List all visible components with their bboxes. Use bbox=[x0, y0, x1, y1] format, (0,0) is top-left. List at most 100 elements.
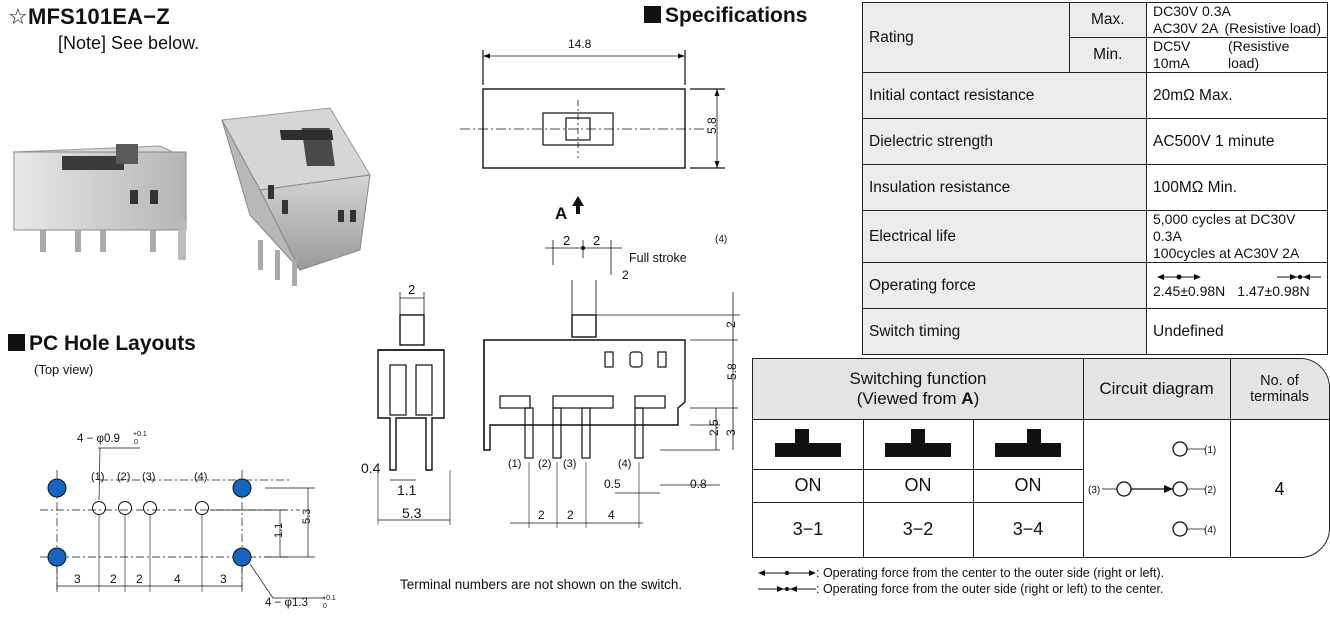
product-photo bbox=[12, 107, 371, 286]
switch-timing-label: Switch timing bbox=[862, 308, 1147, 355]
pc-term-1: (1) bbox=[91, 471, 104, 483]
dim-bottom-2b: 2 bbox=[567, 508, 574, 522]
full-stroke-label: Full stroke bbox=[629, 251, 687, 265]
svg-text:(2): (2) bbox=[1204, 485, 1216, 496]
term-4-label: (4) bbox=[618, 458, 631, 470]
rating-max-value: DC30V 0.3A AC30V 2A(Resistive load) bbox=[1146, 2, 1328, 38]
state-1: ON bbox=[794, 475, 822, 495]
legend-outward: : Operating force from the center to the… bbox=[758, 566, 1164, 580]
big-hole-spec: 4 − φ1.3 bbox=[265, 597, 308, 609]
legend-inward: : Operating force from the outer side (r… bbox=[758, 582, 1163, 596]
contact-1: 3−1 bbox=[792, 519, 824, 539]
switch-photo-front bbox=[12, 144, 187, 260]
pc-dim-2a: 2 bbox=[110, 572, 117, 586]
dim-h58: 5.8 bbox=[725, 363, 739, 380]
pc-hole-layouts-heading: PC Hole Layouts bbox=[8, 332, 196, 356]
view-a-arrow bbox=[572, 196, 584, 214]
dimension-drawing: 14.8 5.8 A 2 2 (4) Full stroke 2 2 5.8 2… bbox=[361, 37, 740, 528]
terminal-hole bbox=[195, 501, 209, 515]
svg-text:(3): (3) bbox=[1088, 485, 1100, 496]
svg-text:0: 0 bbox=[323, 603, 327, 610]
small-hole-spec: 4 − φ0.9 bbox=[77, 433, 120, 445]
note-text: [Note] See below. bbox=[58, 33, 200, 53]
terminal-hole bbox=[118, 501, 132, 515]
star-icon: ☆ bbox=[8, 4, 28, 29]
mounting-hole bbox=[47, 547, 67, 567]
pc-term-3: (3) bbox=[142, 471, 155, 483]
term-1-label: (1) bbox=[508, 458, 521, 470]
dim-2b: 2 bbox=[593, 233, 600, 248]
side-view-drawing bbox=[377, 292, 451, 525]
switching-function-header: Switching function (Viewed from A) bbox=[753, 359, 1083, 420]
mounting-hole bbox=[47, 478, 67, 498]
view-a-label: A bbox=[555, 204, 567, 223]
top-view-label: (Top view) bbox=[34, 362, 94, 377]
pc-dim-53: 5.3 bbox=[301, 509, 313, 524]
circuit-diagram: (1) (2) (4) (3) bbox=[1088, 441, 1216, 537]
state-2: ON bbox=[904, 475, 932, 495]
contact-2: 3−2 bbox=[902, 519, 934, 539]
pc-dim-3b: 3 bbox=[220, 572, 227, 586]
svg-text:(4): (4) bbox=[1204, 525, 1216, 536]
dim-4-paren: (4) bbox=[715, 234, 727, 245]
mounting-hole bbox=[232, 547, 252, 567]
electrical-life-value: 5,000 cycles at DC30V 0.3A 100cycles at … bbox=[1146, 210, 1328, 263]
dim-h2: 2 bbox=[724, 321, 738, 328]
pc-dim-2b: 2 bbox=[136, 572, 143, 586]
term-3-label: (3) bbox=[563, 458, 576, 470]
pc-dim-3a: 3 bbox=[74, 572, 81, 586]
front-view-drawing bbox=[483, 240, 740, 528]
insulation-resistance-label: Insulation resistance bbox=[862, 164, 1147, 211]
outward-force-icon bbox=[1157, 274, 1201, 280]
pc-dim-4: 4 bbox=[174, 572, 181, 586]
terminal-count: 4 bbox=[1274, 478, 1285, 499]
pc-term-2: (2) bbox=[117, 471, 130, 483]
inward-force-icon bbox=[1277, 274, 1321, 280]
electrical-life-label: Electrical life bbox=[862, 210, 1147, 263]
dim-05: 0.5 bbox=[604, 477, 621, 491]
svg-text:+0.1: +0.1 bbox=[133, 431, 147, 438]
dim-h3: 3 bbox=[724, 429, 738, 436]
pc-hole-layout-drawing: 4 − φ0.9 +0.1 0 (1) (2) (3) (4) 5.3 1.1 … bbox=[40, 431, 336, 610]
dim-bottom-2a: 2 bbox=[538, 508, 545, 522]
switching-function-table: Switching function (Viewed from A) Circu… bbox=[752, 358, 1330, 558]
side-dim-2: 2 bbox=[408, 282, 415, 297]
svg-text:+0.1: +0.1 bbox=[322, 595, 336, 602]
insulation-resistance-value: 100MΩ Min. bbox=[1146, 164, 1328, 211]
contact-3: 3−4 bbox=[1012, 519, 1044, 539]
dim-height-top: 5.8 bbox=[705, 117, 719, 134]
product-title: ☆MFS101EA−Z bbox=[8, 4, 170, 30]
slider-position-2-icon bbox=[885, 429, 951, 457]
dielectric-strength-value: AC500V 1 minute bbox=[1146, 118, 1328, 165]
specifications-heading: Specifications bbox=[644, 4, 807, 28]
terminal-hole bbox=[143, 501, 157, 515]
rating-min-value: DC5V 10mA(Resistive load) bbox=[1146, 37, 1328, 73]
rating-max-label: Max. bbox=[1068, 2, 1147, 38]
pc-term-4: (4) bbox=[194, 471, 207, 483]
state-3: ON bbox=[1014, 475, 1042, 495]
terminal-footnote: Terminal numbers are not shown on the sw… bbox=[400, 577, 683, 592]
dielectric-strength-label: Dielectric strength bbox=[862, 118, 1147, 165]
dim-2a: 2 bbox=[563, 233, 570, 248]
switch-timing-value: Undefined bbox=[1146, 308, 1328, 355]
square-bullet-icon bbox=[8, 334, 25, 351]
mounting-hole bbox=[232, 478, 252, 498]
contact-resistance-value: 20mΩ Max. bbox=[1146, 72, 1328, 119]
side-dim-04: 0.4 bbox=[361, 460, 381, 476]
circuit-diagram-header: Circuit diagram bbox=[1083, 359, 1230, 420]
slider-position-1-icon bbox=[775, 429, 841, 457]
term-2-label: (2) bbox=[538, 458, 551, 470]
side-dim-53: 5.3 bbox=[402, 505, 422, 521]
side-dim-11: 1.1 bbox=[397, 482, 417, 498]
pc-dim-11: 1.1 bbox=[273, 523, 285, 538]
switch-photo-angle bbox=[221, 107, 371, 286]
square-bullet-icon bbox=[644, 6, 661, 23]
outward-force-icon bbox=[758, 570, 816, 576]
dim-h25: 2.5 bbox=[707, 419, 721, 436]
terminal-hole bbox=[92, 501, 106, 515]
dim-08: 0.8 bbox=[690, 477, 707, 491]
dim-width-top: 14.8 bbox=[568, 37, 592, 51]
rating-label: Rating bbox=[862, 2, 1070, 73]
svg-text:0: 0 bbox=[134, 439, 138, 446]
